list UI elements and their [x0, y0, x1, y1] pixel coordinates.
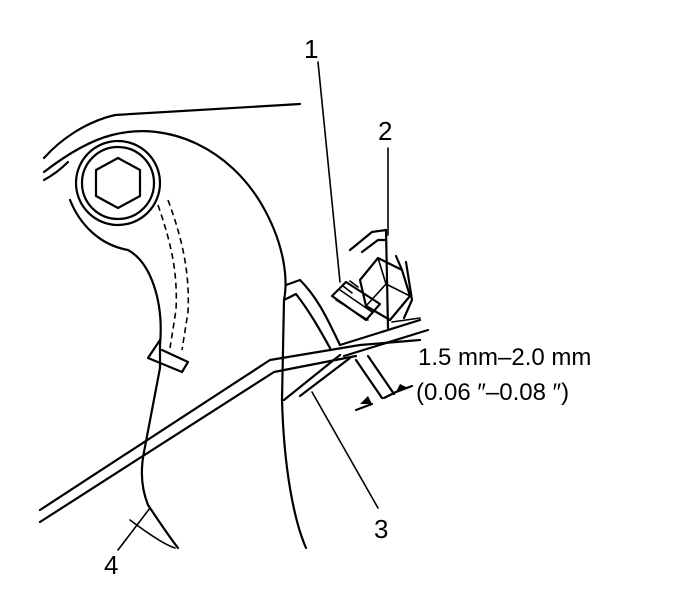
- callout-3: 3: [374, 514, 388, 544]
- gap-dimension: [354, 354, 414, 412]
- callout-2: 2: [378, 116, 392, 146]
- callout-1: 1: [304, 34, 318, 64]
- leader-lines: [117, 61, 389, 551]
- leader-1: [317, 61, 341, 283]
- measurement-imperial: (0.06 ″–0.08 ″): [416, 379, 569, 406]
- callout-4: 4: [104, 550, 118, 580]
- leader-4: [117, 507, 151, 551]
- pivot-arm: [68, 130, 308, 550]
- measurement-metric: 1.5 mm–2.0 mm: [418, 344, 591, 371]
- support-bracket: [282, 278, 430, 402]
- leader-3: [311, 391, 379, 509]
- actuator-rod: [38, 338, 422, 524]
- hook-tab: [146, 338, 190, 374]
- adjuster-assembly: [330, 228, 421, 330]
- hidden-passage: [157, 199, 190, 351]
- pivot-bolt: [74, 139, 162, 227]
- upper-housing: [42, 102, 302, 182]
